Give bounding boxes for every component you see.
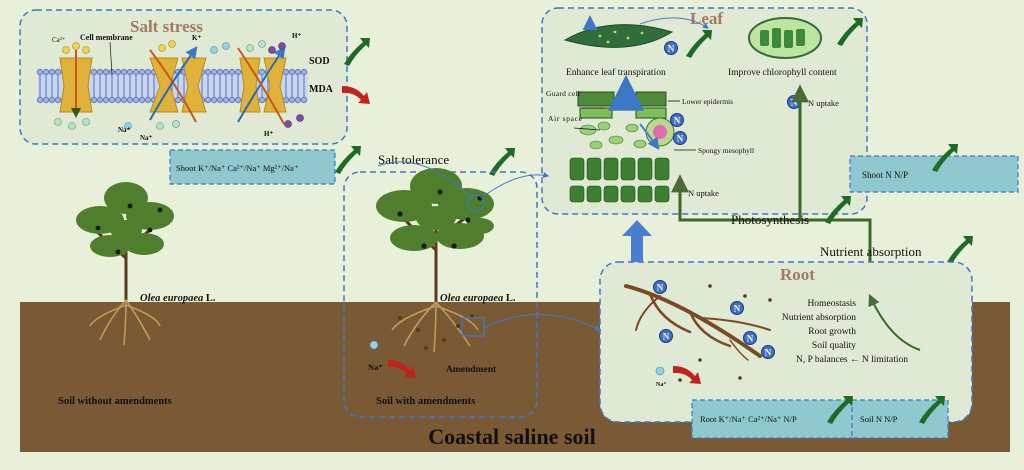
root-ion-ratios: Root K⁺/Na⁺ Ca²⁺/Na⁺ N/P: [700, 414, 797, 424]
na-ion-label-1: Na⁺: [118, 126, 131, 134]
n-flow-line-root-to-leaf: [671, 174, 872, 270]
h-ion-label-1: H⁺: [292, 32, 301, 40]
olive-tree-without-amendments: [76, 182, 174, 346]
guard-cell-label: Guard cell: [546, 89, 580, 98]
nutrient-absorption-label: Nutrient absorption: [820, 244, 922, 259]
soil-np-ratio: Soil N N/P: [860, 414, 898, 424]
h-ion-label-2: H⁺: [264, 130, 273, 138]
salt-stress-title: Salt stress: [130, 17, 203, 36]
na-ion-label-2: Na⁺: [140, 134, 153, 142]
leaf-box: Leaf Enhance leaf transpiration Improve …: [541, 7, 868, 215]
root-ion-panel: Root K⁺/Na⁺ Ca²⁺/Na⁺ N/P Soil N N/P: [691, 399, 949, 439]
shoot-ion-panel: Shoot K⁺/Na⁺ Ca²⁺/Na⁺ Mg²⁺/Na⁺: [169, 149, 336, 185]
air-space-label: Air space: [548, 114, 583, 123]
n-ball-leaf-3: [673, 131, 687, 145]
shoot-n-ratio: Shoot N N/P: [862, 170, 908, 180]
root-item-root-growth: Root growth: [808, 327, 856, 337]
n-ball-leaf-1: [664, 41, 678, 55]
n-ball-root-3: [743, 331, 757, 345]
k-ion-label: K⁺: [192, 34, 201, 42]
root-item-soil-quality: Soil quality: [812, 341, 856, 351]
soil-with-amendments-label: Soil with amendments: [376, 396, 475, 407]
salt-stress-box: Salt stress Ca²⁺ Cell membrane K⁺: [19, 9, 348, 145]
chlorophyll-label: Improve chlorophyll content: [728, 68, 837, 78]
olive-tree-with-amendments: [376, 168, 494, 353]
root-to-leaf-arrow: [622, 220, 652, 262]
n-ball-root-2: [730, 301, 744, 315]
root-na-label: Na⁺: [656, 381, 667, 388]
root-balance-label: N, P balances ← N limitation: [796, 355, 908, 365]
lower-epidermis-label: Lower epidermis: [682, 97, 733, 106]
root-illustration: [624, 284, 771, 361]
soil-na-label: Na⁺: [368, 362, 383, 372]
root-item-homeostasis: Homeostasis: [807, 299, 856, 309]
root-box: Root Na⁺ Homeostasis Nutrient absorption…: [599, 261, 973, 423]
leaf-cross-section: [569, 74, 675, 203]
shoot-n-panel: Shoot N N/P: [849, 155, 1019, 193]
species-label-1: Olea europaea L.: [140, 293, 216, 304]
transpiration-label: Enhance leaf transpiration: [566, 67, 666, 78]
salt-tolerance-label: Salt tolerance: [378, 152, 449, 167]
root-item-nutrient-absorption: Nutrient absorption: [782, 313, 856, 323]
n-ball-leaf-2: [670, 113, 684, 127]
ca-ion-label: Ca²⁺: [52, 36, 66, 44]
sod-label: SOD: [309, 56, 330, 67]
photosynthesis-label: Photosynthesis: [731, 212, 809, 227]
leaf-title: Leaf: [690, 9, 723, 28]
n-uptake-label-2: N uptake: [688, 188, 719, 198]
n-uptake-label-1: N uptake: [808, 98, 839, 108]
spongy-mesophyll-label: Spongy mesophyll: [698, 146, 754, 155]
n-ball-root-5: [659, 329, 673, 343]
mda-label: MDA: [309, 84, 334, 95]
soil-without-amendments-label: Soil without amendments: [58, 396, 172, 407]
cell-membrane-label: Cell membrane: [80, 33, 133, 42]
channel-protein-2: [149, 57, 207, 113]
shoot-ion-ratios: Shoot K⁺/Na⁺ Ca²⁺/Na⁺ Mg²⁺/Na⁺: [176, 163, 299, 173]
root-title: Root: [780, 265, 815, 284]
amendment-label: Amendment: [446, 365, 497, 375]
coastal-saline-soil-title: Coastal saline soil: [428, 424, 595, 449]
n-ball-root-4: [761, 345, 775, 359]
n-ball-root-1: [653, 280, 667, 294]
species-label-2: Olea europaea L.: [440, 293, 516, 304]
